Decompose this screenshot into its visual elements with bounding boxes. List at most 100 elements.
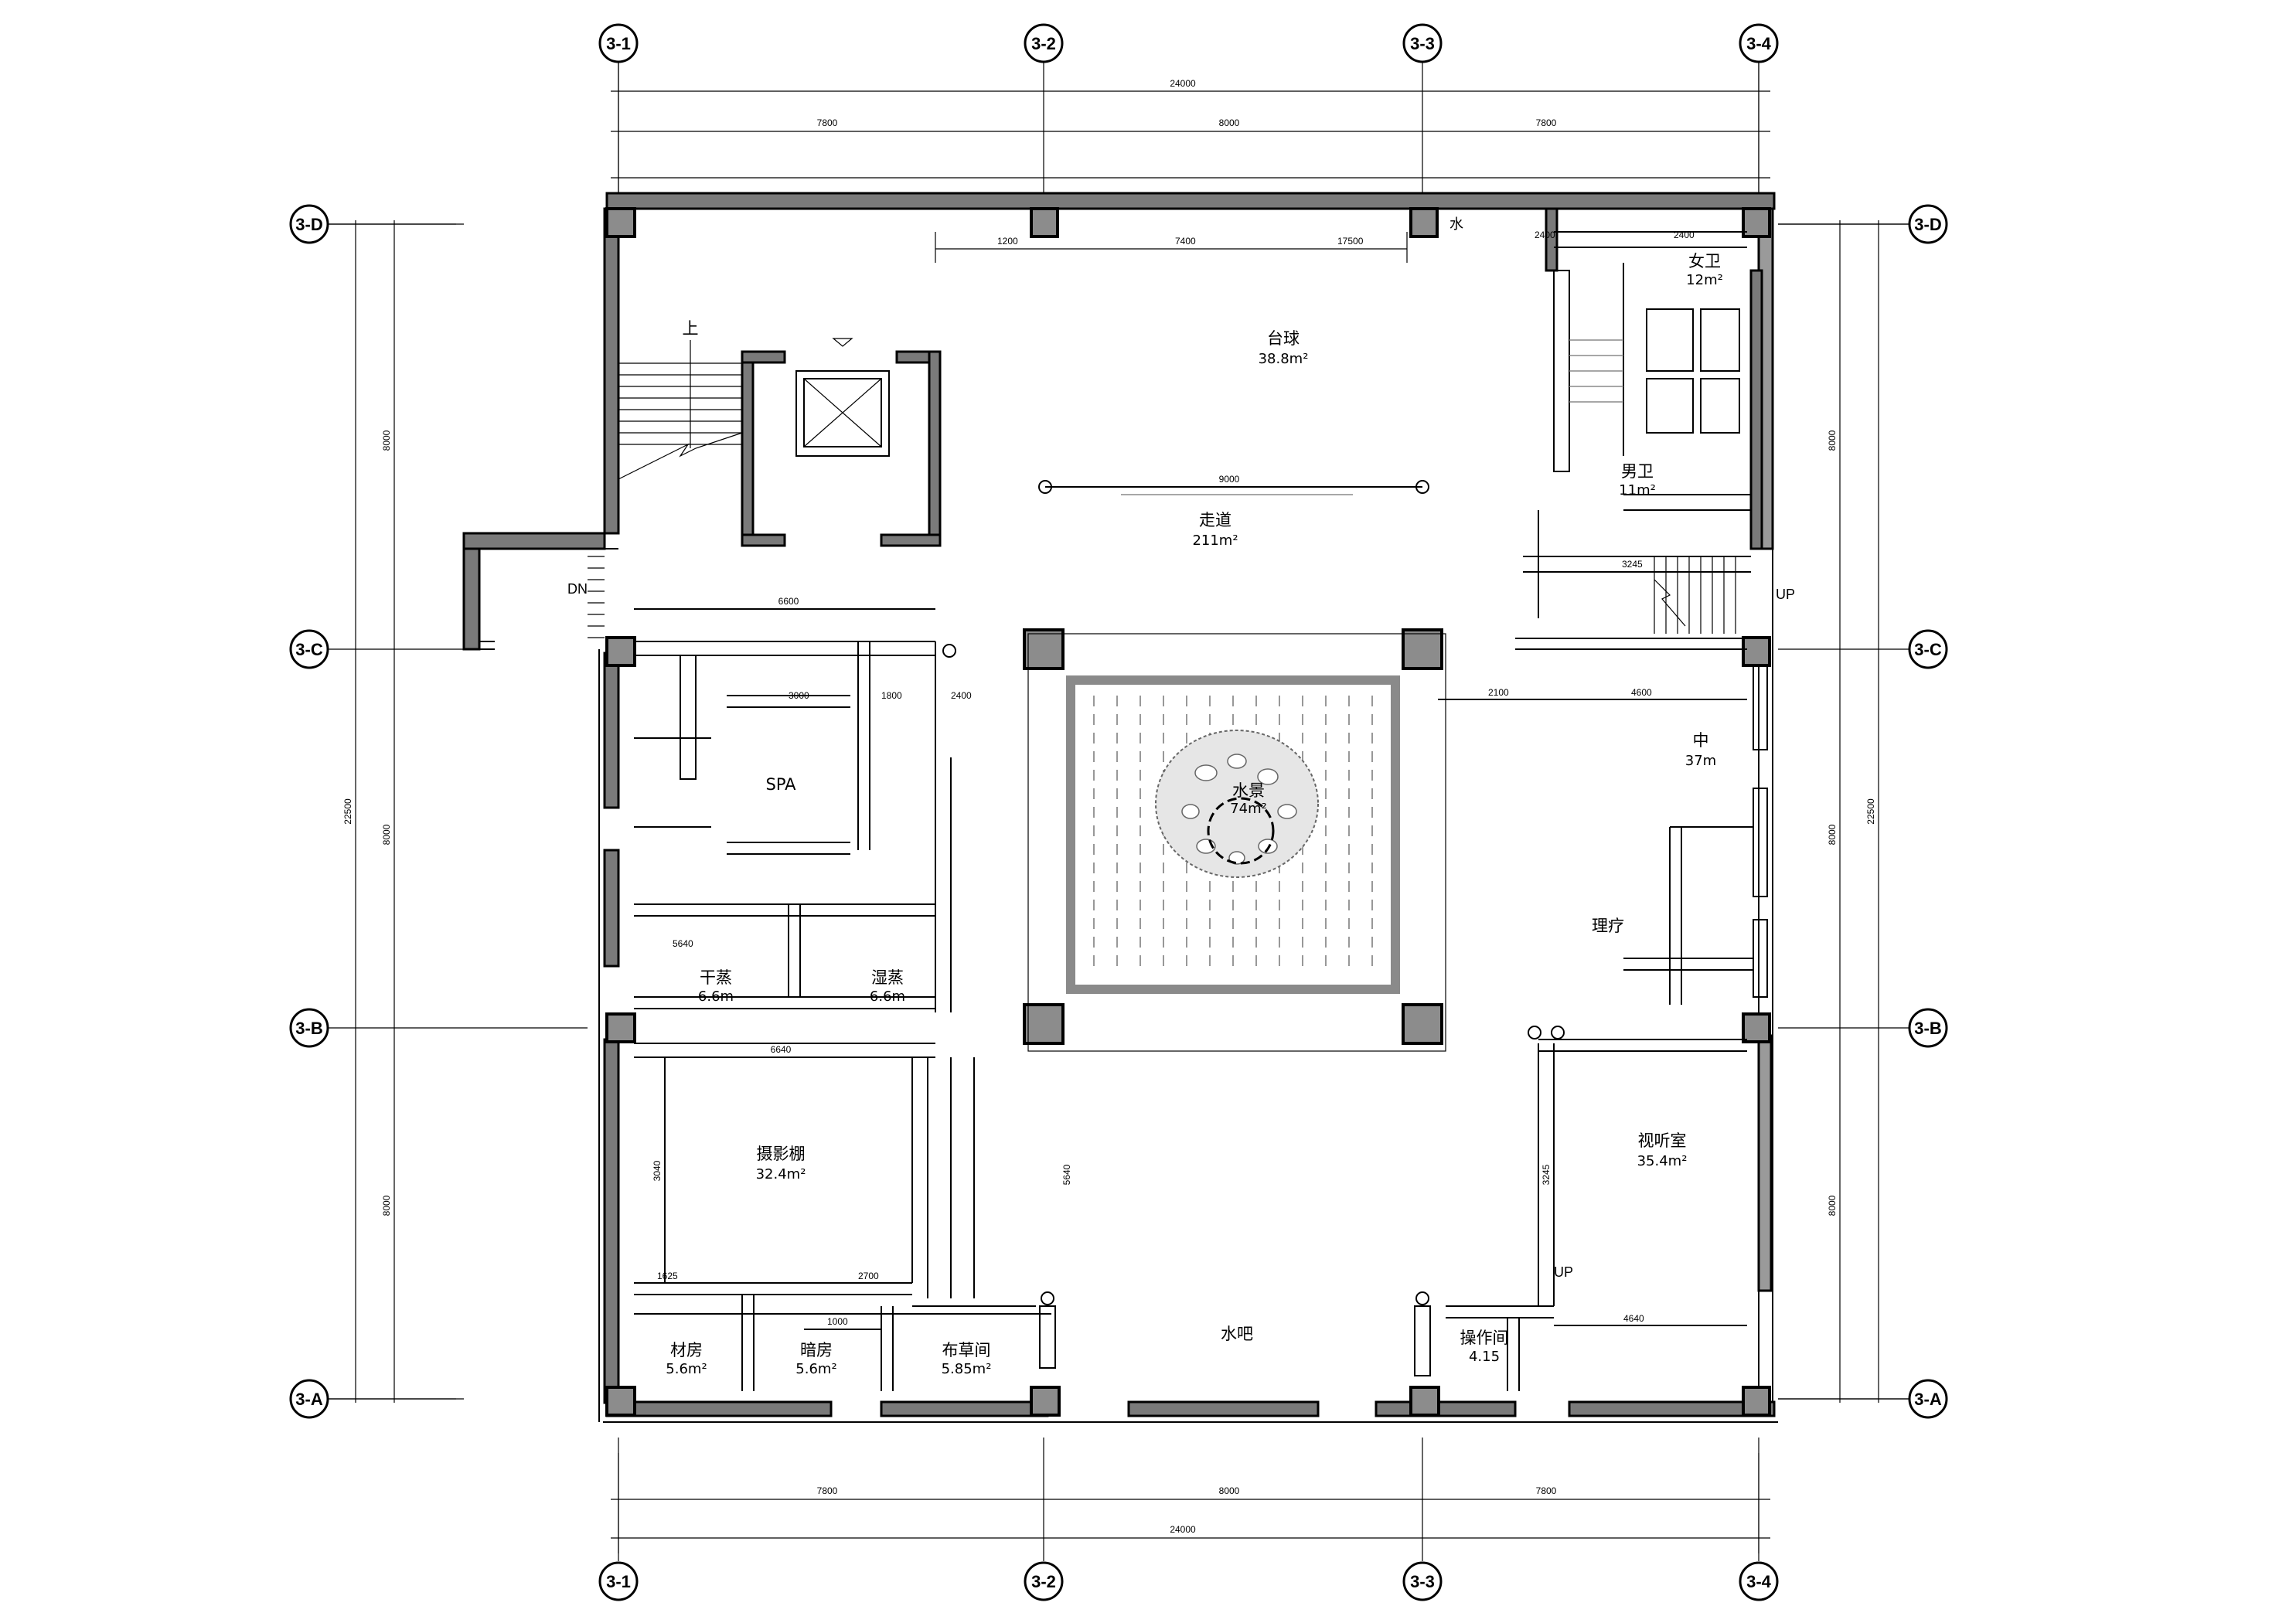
dim-right-bay-1: 8000 bbox=[1827, 430, 1838, 451]
room-name-shuijing: 水景 bbox=[1232, 781, 1265, 800]
top-dimension-chain: 24000 7800 8000 7800 bbox=[611, 62, 1770, 193]
axis-bottom-3-4: 3-4 bbox=[1746, 1572, 1772, 1591]
dim-corridor-bar: 9000 bbox=[1219, 474, 1240, 485]
dim-overall-left: 22500 bbox=[342, 798, 353, 825]
dim-spa-side: 1800 bbox=[881, 690, 902, 701]
room-area-bucao: 5.85m² bbox=[942, 1361, 992, 1377]
dim-billiard-3: 17500 bbox=[1337, 236, 1364, 247]
dim-spa-top: 6600 bbox=[778, 596, 799, 607]
room-name-nanwei: 男卫 bbox=[1621, 462, 1654, 481]
dim-right-bay-3: 8000 bbox=[1827, 1195, 1838, 1216]
room-name-cailiao: 材房 bbox=[670, 1341, 703, 1359]
water-label: 水 bbox=[1449, 216, 1463, 232]
room-area-shuijing: 74m² bbox=[1230, 801, 1267, 817]
room-name-shiting: 视听室 bbox=[1638, 1131, 1687, 1150]
up-lower-label: UP bbox=[1554, 1264, 1573, 1280]
water-feature: 水景 74m² bbox=[1027, 633, 1446, 1052]
axis-left-3-D: 3-D bbox=[295, 215, 322, 234]
dim-av-bottom: 4640 bbox=[1623, 1313, 1644, 1324]
axis-left-3-C: 3-C bbox=[295, 640, 323, 659]
axis-left-3-B: 3-B bbox=[295, 1019, 322, 1038]
stair-core: 上 DN bbox=[567, 319, 942, 638]
dim-bottom-bay-1: 7800 bbox=[817, 1485, 838, 1496]
room-area-nvwei: 12m² bbox=[1686, 272, 1723, 288]
room-name-caozuo: 操作间 bbox=[1460, 1329, 1509, 1347]
right-dimension-chain: 8000 8000 8000 22500 bbox=[1778, 220, 1909, 1403]
axis-bubbles-top: 3-1 3-2 3-3 3-4 bbox=[598, 23, 1779, 63]
room-area-zhong: 37m bbox=[1685, 753, 1716, 769]
dim-billiard-2: 7400 bbox=[1175, 236, 1196, 247]
axis-lines bbox=[329, 62, 1909, 1561]
columns bbox=[605, 207, 1771, 1417]
dim-therapy-1: 2100 bbox=[1488, 687, 1509, 698]
dim-toilet-1: 2400 bbox=[1535, 230, 1555, 240]
room-area-cailiao: 5.6m² bbox=[666, 1361, 707, 1377]
up-right-label: UP bbox=[1776, 587, 1795, 602]
dim-overall-bottom: 24000 bbox=[1170, 1524, 1196, 1535]
room-name-anfang: 暗房 bbox=[800, 1341, 833, 1359]
axis-right-3-A: 3-A bbox=[1914, 1390, 1942, 1409]
left-dimension-chain: 22500 8000 8000 8000 bbox=[325, 220, 456, 1403]
toilets: 女卫 12m² 男卫 11m² 2400 2400 3245 水 UP bbox=[1449, 207, 1795, 650]
dim-left-bay-3: 8000 bbox=[381, 1195, 392, 1216]
room-area-taiqiu: 38.8m² bbox=[1259, 351, 1309, 367]
dim-therapy-2: 4600 bbox=[1631, 687, 1652, 698]
dim-small-rooms: 1000 bbox=[827, 1316, 848, 1327]
dim-overall-top: 24000 bbox=[1170, 78, 1196, 89]
dim-spa-right: 2400 bbox=[951, 690, 972, 701]
dim-left-bay-1: 8000 bbox=[381, 430, 392, 451]
dim-billiard-1: 1200 bbox=[997, 236, 1018, 247]
billiard-corridor: 1200 7400 17500 9000 台球 38.8m² 走道 211m² bbox=[935, 232, 1429, 549]
axis-left-3-A: 3-A bbox=[295, 1390, 323, 1409]
axis-top-3-2: 3-2 bbox=[1031, 34, 1056, 53]
room-area-sheying: 32.4m² bbox=[756, 1166, 806, 1182]
dim-bottom-bay-2: 8000 bbox=[1219, 1485, 1240, 1496]
room-area-shizheng: 6.6m bbox=[870, 988, 905, 1005]
axis-bubbles-bottom: 3-1 3-2 3-3 3-4 bbox=[598, 1561, 1779, 1601]
room-area-shiting: 35.4m² bbox=[1637, 1153, 1688, 1169]
exterior-walls bbox=[462, 192, 1778, 1423]
dim-bar-side: 5640 bbox=[1061, 1164, 1072, 1185]
axis-top-3-4: 3-4 bbox=[1746, 34, 1772, 53]
room-name-spa: SPA bbox=[765, 775, 796, 794]
dim-studio-bottom-2: 2700 bbox=[858, 1271, 879, 1281]
dim-spa-low: 5640 bbox=[673, 938, 693, 949]
room-name-zoudao: 走道 bbox=[1199, 511, 1231, 529]
bottom-dimension-chain: 7800 8000 7800 24000 bbox=[611, 1453, 1770, 1553]
axis-bottom-3-2: 3-2 bbox=[1031, 1572, 1056, 1591]
axis-bottom-3-3: 3-3 bbox=[1410, 1572, 1435, 1591]
axis-right-3-C: 3-C bbox=[1914, 640, 1942, 659]
av-block: 视听室 35.4m² 操作间 4.15 UP 4640 3245 bbox=[1414, 1026, 1747, 1391]
room-name-zhong: 中 bbox=[1693, 731, 1709, 750]
room-area-zoudao: 211m² bbox=[1192, 532, 1238, 549]
room-area-caozuo: 4.15 bbox=[1469, 1349, 1500, 1365]
dim-studio-top: 6640 bbox=[771, 1044, 792, 1055]
dim-studio-bottom-1: 1625 bbox=[657, 1271, 678, 1281]
photo-studio: 6640 摄影棚 32.4m² 3040 1625 2700 材房 5.6m² … bbox=[634, 1043, 1056, 1391]
axis-top-3-3: 3-3 bbox=[1410, 34, 1435, 53]
dim-top-bay-1: 7800 bbox=[817, 117, 838, 128]
dim-bottom-bay-3: 7800 bbox=[1536, 1485, 1557, 1496]
stair-up-label: 上 bbox=[683, 319, 699, 338]
room-name-liliao: 理疗 bbox=[1592, 917, 1624, 935]
room-name-shuiba: 水吧 bbox=[1221, 1325, 1253, 1343]
spa-block: 6600 SPA 干蒸 6.6m 湿蒸 6.6m 3000 1800 2400 … bbox=[634, 596, 972, 1012]
axis-bubbles-right: 3-D 3-C 3-B 3-A bbox=[1908, 204, 1948, 1419]
dim-top-bay-3: 7800 bbox=[1536, 117, 1557, 128]
axis-bubbles-left: 3-D 3-C 3-B 3-A bbox=[289, 204, 329, 1419]
room-name-taiqiu: 台球 bbox=[1267, 329, 1300, 348]
dim-studio-side: 3040 bbox=[652, 1160, 663, 1181]
dim-av-side: 3245 bbox=[1541, 1164, 1552, 1185]
room-area-ganzheng: 6.6m bbox=[698, 988, 734, 1005]
axis-top-3-1: 3-1 bbox=[606, 34, 631, 53]
room-name-shizheng: 湿蒸 bbox=[871, 968, 904, 987]
dim-spa-mid: 3000 bbox=[789, 690, 809, 701]
water-bar: 水吧 5640 bbox=[950, 1057, 1253, 1343]
dn-label: DN bbox=[567, 581, 588, 597]
room-name-sheying: 摄影棚 bbox=[757, 1145, 806, 1163]
room-name-bucao: 布草间 bbox=[942, 1341, 991, 1359]
room-area-anfang: 5.6m² bbox=[795, 1361, 836, 1377]
axis-right-3-B: 3-B bbox=[1914, 1019, 1941, 1038]
axis-right-3-D: 3-D bbox=[1914, 215, 1941, 234]
